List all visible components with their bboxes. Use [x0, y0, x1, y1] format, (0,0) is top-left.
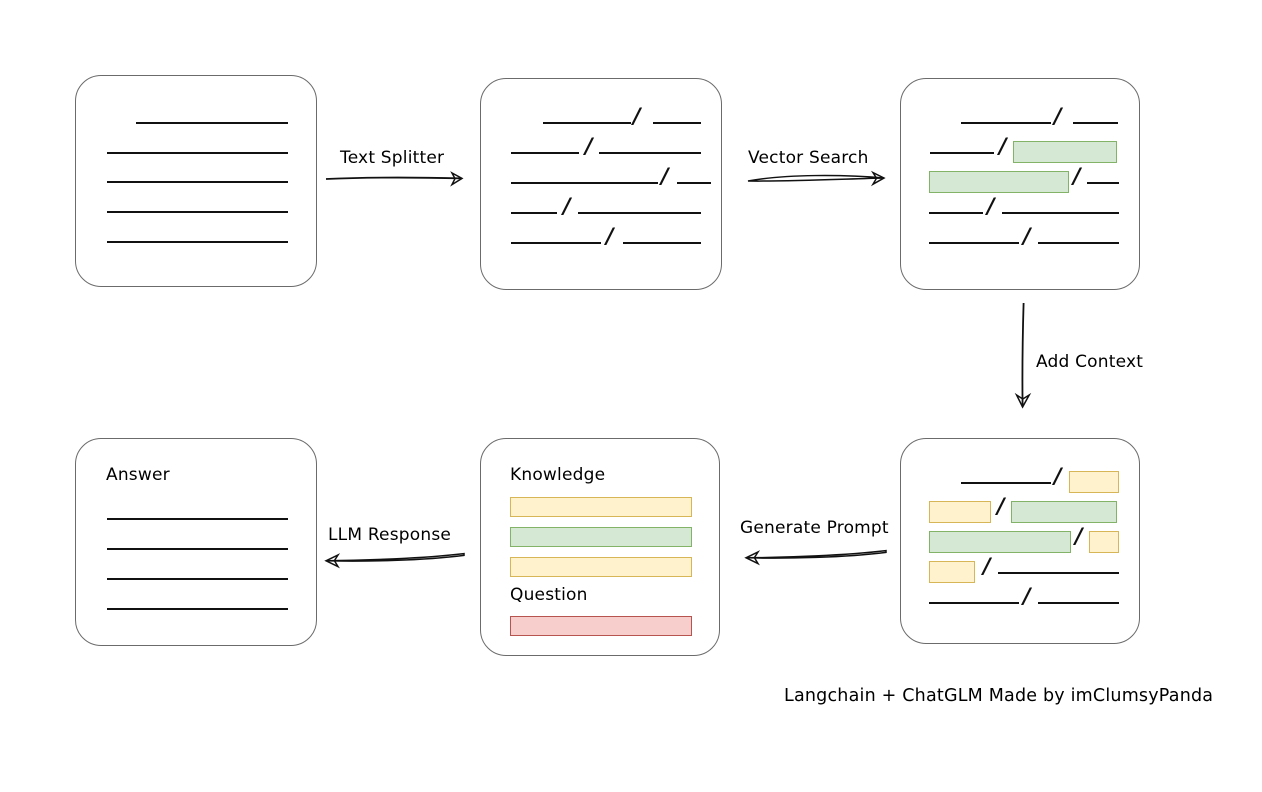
prompt-question-label: Question — [510, 585, 588, 605]
knowledge-bar-green — [510, 527, 692, 547]
text-line — [511, 242, 601, 244]
highlight-chunk-yellow — [1089, 531, 1119, 553]
node-vector-matches[interactable]: / / / / / — [900, 78, 1140, 290]
chunk-separator: / — [606, 224, 614, 249]
text-line — [511, 212, 557, 214]
text-line — [107, 518, 288, 520]
text-line — [107, 608, 288, 610]
text-line — [599, 152, 701, 154]
highlight-chunk-green — [929, 171, 1069, 193]
text-line — [998, 572, 1119, 574]
text-line — [961, 482, 1051, 484]
text-line — [929, 602, 1019, 604]
text-line — [929, 212, 983, 214]
text-line — [930, 152, 994, 154]
chunk-separator: / — [1054, 104, 1062, 129]
knowledge-bar-yellow — [510, 497, 692, 517]
text-line — [961, 122, 1051, 124]
footer-credit: Langchain + ChatGLM Made by imClumsyPand… — [784, 686, 1214, 706]
node-context-added[interactable]: / / / / / — [900, 438, 1140, 644]
text-line — [136, 122, 288, 124]
node-source-document[interactable] — [75, 75, 317, 287]
chunk-separator: / — [633, 104, 641, 129]
chunk-separator: / — [1075, 524, 1083, 549]
text-line — [578, 212, 701, 214]
question-bar-red — [510, 616, 692, 636]
knowledge-bar-yellow — [510, 557, 692, 577]
chunk-separator: / — [585, 134, 593, 159]
edge-label-add-context: Add Context — [1036, 352, 1144, 372]
prompt-knowledge-label: Knowledge — [510, 465, 606, 485]
node-prompt[interactable]: Knowledge Question — [480, 438, 720, 656]
text-line — [1038, 242, 1119, 244]
arrow-text-splitter — [325, 171, 464, 187]
edge-label-vector-search: Vector Search — [748, 148, 869, 168]
chunk-separator: / — [983, 554, 991, 579]
chunk-separator: / — [1023, 584, 1031, 609]
chunk-separator: / — [1054, 464, 1062, 489]
chunk-separator: / — [1023, 224, 1031, 249]
text-line — [107, 548, 288, 550]
highlight-chunk-yellow — [929, 501, 991, 523]
text-line — [1038, 602, 1119, 604]
arrow-generate-prompt — [744, 549, 887, 566]
highlight-chunk-green — [1011, 501, 1117, 523]
text-line — [1087, 182, 1119, 184]
text-line — [929, 242, 1019, 244]
text-line — [1002, 212, 1119, 214]
highlight-chunk-green — [929, 531, 1071, 553]
node-split-chunks[interactable]: / / / / / — [480, 78, 722, 290]
chunk-separator: / — [999, 134, 1007, 159]
arrow-add-context — [1014, 302, 1032, 409]
chunk-separator: / — [661, 164, 669, 189]
text-line — [107, 181, 288, 183]
text-line — [543, 122, 631, 124]
highlight-chunk-yellow — [929, 561, 975, 583]
text-line — [107, 211, 288, 213]
chunk-separator: / — [1073, 164, 1081, 189]
text-line — [1073, 122, 1118, 124]
text-line — [511, 182, 658, 184]
arrow-llm-response — [324, 552, 465, 569]
edge-label-generate-prompt: Generate Prompt — [740, 518, 889, 538]
edge-label-text-splitter: Text Splitter — [340, 148, 445, 168]
text-line — [107, 578, 288, 580]
chunk-separator: / — [563, 194, 571, 219]
text-line — [107, 241, 288, 243]
highlight-chunk-yellow — [1069, 471, 1119, 493]
chunk-separator: / — [987, 194, 995, 219]
node-answer[interactable]: Answer — [75, 438, 317, 646]
edge-label-llm-response: LLM Response — [328, 525, 452, 545]
text-line — [653, 122, 701, 124]
answer-label: Answer — [106, 465, 170, 485]
arrow-vector-search — [747, 170, 886, 187]
text-line — [107, 152, 288, 154]
text-line — [677, 182, 711, 184]
chunk-separator: / — [997, 494, 1005, 519]
text-line — [623, 242, 701, 244]
text-line — [511, 152, 579, 154]
highlight-chunk-green — [1013, 141, 1117, 163]
